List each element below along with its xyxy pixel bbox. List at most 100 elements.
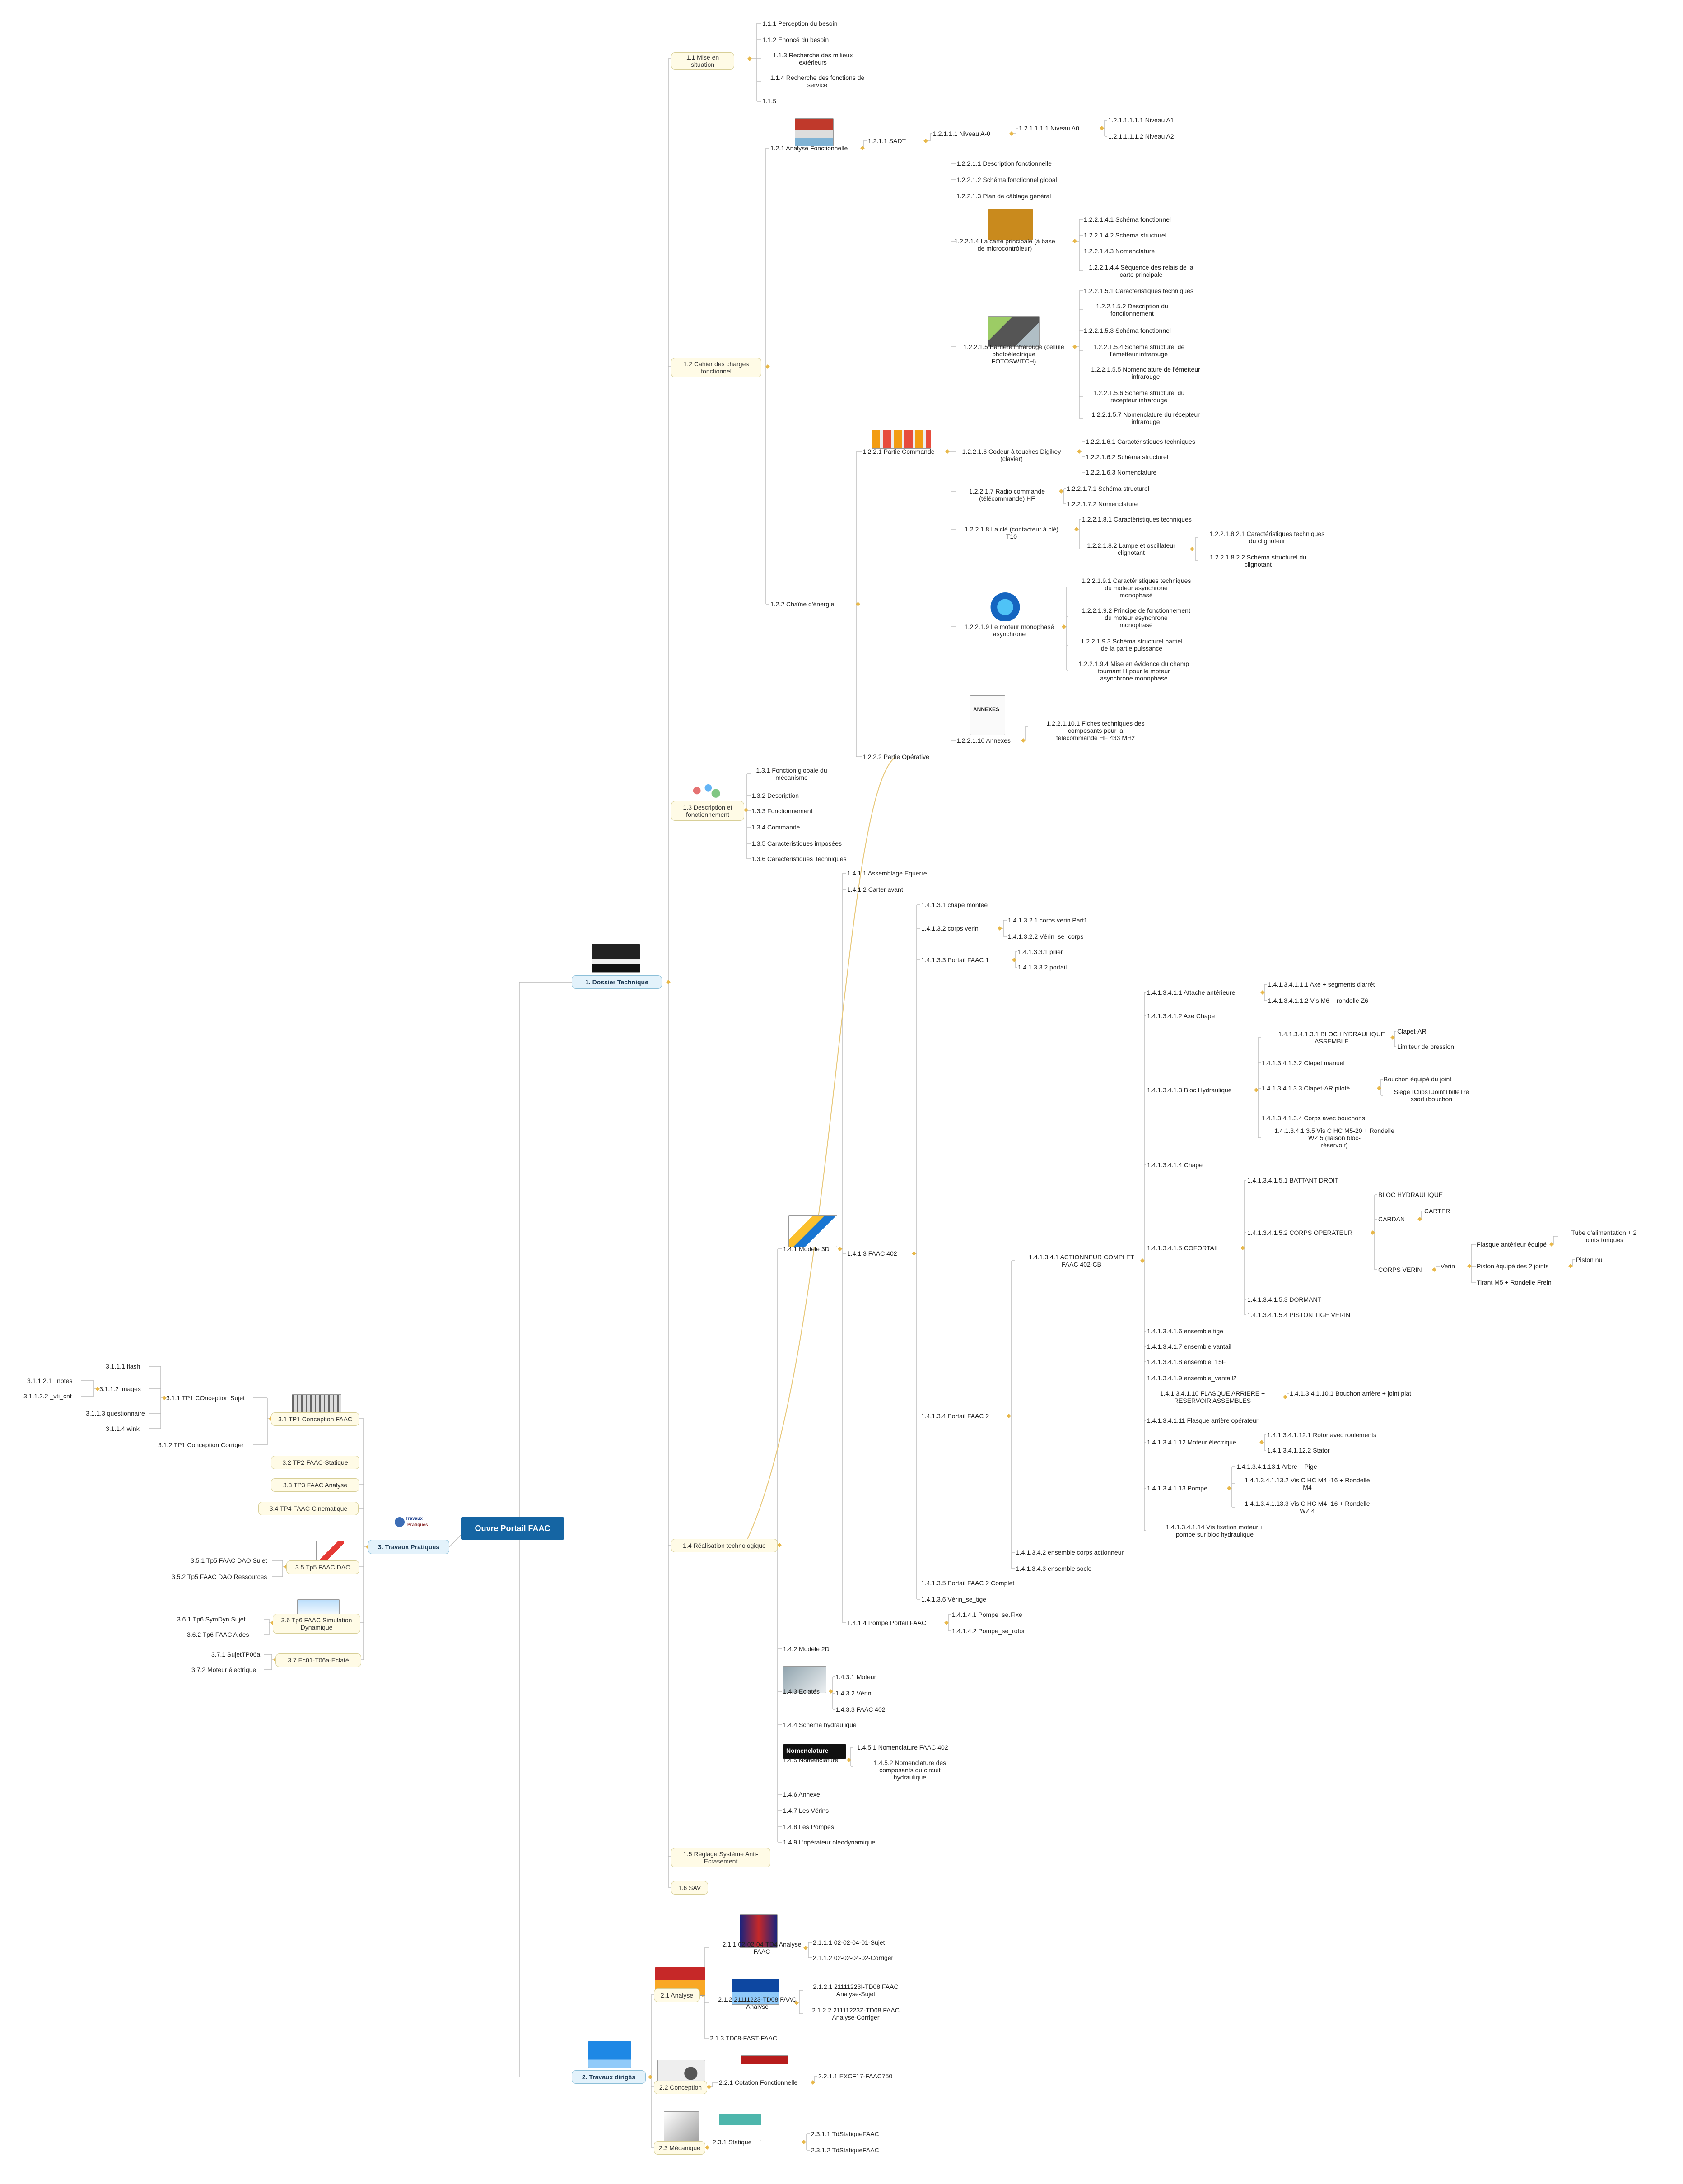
node-g13-2[interactable]: 1.4.1.3.4.1.13.2 Vis C HC M4 -16 + Ronde… [1233,1476,1382,1491]
node-f3-2[interactable]: 1.4.1.3.3.2 portail [1018,964,1067,971]
node-c1[interactable]: 1.2.2.1.1 Description fonctionnelle [956,160,1052,167]
node-c6-2[interactable]: 1.2.2.1.6.2 Schéma structurel [1086,453,1168,461]
node-n1-2-2[interactable]: 1.2.2 Chaîne d'énergie [770,601,834,608]
node-c6[interactable]: 1.2.2.1.6 Codeur à touches Digikey(clavi… [953,448,1070,462]
node-n2-2[interactable]: 2.2 Conception [654,2081,707,2094]
node-c4-2[interactable]: 1.2.2.1.4.2 Schéma structurel [1084,232,1166,239]
node-n2-1-1-1[interactable]: 2.1.1.1 02-02-04-01-Sujet [813,1939,885,1946]
node-n1-1-2[interactable]: 1.1.2 Enoncé du besoin [762,36,829,43]
node-n3-5[interactable]: 3.5 Tp5 FAAC DAO [286,1560,359,1574]
node-c6-3[interactable]: 1.2.2.1.6.3 Nomenclature [1086,469,1156,476]
node-n1-5[interactable]: 1.5 Réglage Système Anti-Ecrasement [671,1848,770,1867]
node-g2[interactable]: 1.4.1.3.4.1.2 Axe Chape [1147,1012,1215,1020]
node-f2-1[interactable]: 1.4.1.3.2.1 corps verin Part1 [1008,917,1087,924]
node-f3[interactable]: 1.4.1.3.3 Portail FAAC 1 [921,956,989,964]
node-n1-6[interactable]: 1.6 SAV [671,1881,708,1895]
node-n3-6-1[interactable]: 3.6.1 Tp6 SymDyn Sujet [177,1616,245,1623]
node-n2-3-1-1[interactable]: 2.3.1.1 TdStatiqueFAAC [811,2130,879,2137]
node-g5-1[interactable]: 1.4.1.3.4.1.5.1 BATTANT DROIT [1247,1177,1338,1184]
node-f2[interactable]: 1.4.1.3.2 corps verin [921,925,979,932]
node-g1-2[interactable]: 1.4.1.3.4.1.1.2 Vis M6 + rondelle Z6 [1268,997,1368,1004]
node-g7[interactable]: 1.4.1.3.4.1.7 ensemble vantail [1147,1343,1231,1350]
node-g6[interactable]: 1.4.1.3.4.1.6 ensemble tige [1147,1327,1223,1335]
node-n3-7-2[interactable]: 3.7.2 Moteur électrique [191,1666,256,1673]
node-n1-4-3-1[interactable]: 1.4.3.1 Moteur [835,1673,876,1681]
node-n2-2-1[interactable]: 2.2.1 Cotation Fonctionnelle [719,2079,797,2086]
node-n3-1-1-2-1[interactable]: 3.1.1.2.1 _notes [27,1377,72,1384]
node-p2[interactable]: 1.4.1.4.2 Pompe_se_rotor [952,1627,1025,1635]
node-n1-3-3[interactable]: 1.3.3 Fonctionnement [751,807,812,815]
node-a1[interactable]: 1.2.1.1.1.1.1 Niveau A1 [1108,116,1174,124]
node-g13[interactable]: 1.4.1.3.4.1.13 Pompe [1147,1485,1207,1492]
node-f5[interactable]: 1.4.1.3.5 Portail FAAC 2 Complet [921,1579,1014,1587]
node-f4-3[interactable]: 1.4.1.3.4.3 ensemble socle [1016,1565,1091,1572]
node-f3-1[interactable]: 1.4.1.3.3.1 pilier [1018,948,1063,955]
node-n2-1[interactable]: 2.1 Analyse [654,1988,700,2002]
node-g5-2b1[interactable]: CARTER [1424,1207,1450,1215]
node-n3-3[interactable]: 3.3 TP3 FAAC Analyse [271,1478,359,1492]
node-c5-3[interactable]: 1.2.2.1.5.3 Schéma fonctionnel [1084,327,1171,334]
node-n2-1-3[interactable]: 2.1.3 TD08-FAST-FAAC [710,2035,777,2042]
node-n1-4-3[interactable]: 1.4.3 Eclatés [783,1688,820,1695]
node-g5[interactable]: 1.4.1.3.4.1.5 COFORTAIL [1147,1244,1220,1252]
node-n3-1-1-2[interactable]: 3.1.1.2 images [99,1385,141,1392]
main-travaux-pratiques[interactable]: 3. Travaux Pratiques [368,1540,449,1554]
node-n3-4[interactable]: 3.4 TP4 FAAC-Cinematique [258,1502,359,1515]
node-n1-4-5[interactable]: 1.4.5 Nomenclature [783,1756,838,1764]
node-g8[interactable]: 1.4.1.3.4.1.8 ensemble_15F [1147,1358,1226,1365]
node-g1[interactable]: 1.4.1.3.4.1.1 Attache antérieure [1147,989,1235,996]
node-n3-1[interactable]: 3.1 TP1 Conception FAAC [271,1412,359,1426]
node-f4[interactable]: 1.4.1.3.4 Portail FAAC 2 [921,1412,989,1420]
node-g13-3[interactable]: 1.4.1.3.4.1.13.3 Vis C HC M4 -16 + Ronde… [1233,1500,1382,1514]
node-g5-3[interactable]: 1.4.1.3.4.1.5.3 DORMANT [1247,1296,1321,1303]
node-g5-2b[interactable]: CARDAN [1378,1215,1405,1223]
node-n1-4-8[interactable]: 1.4.8 Les Pompes [783,1823,834,1830]
node-n3-1-1-3[interactable]: 3.1.1.3 questionnaire [86,1410,145,1417]
main-dossier-technique[interactable]: 1. Dossier Technique [572,975,662,989]
main-travaux-diriges[interactable]: 2. Travaux dirigés [572,2070,646,2084]
node-n1-4-1-4[interactable]: 1.4.1.4 Pompe Portail FAAC [847,1619,926,1626]
node-c8-1[interactable]: 1.2.2.1.8.1 Caractéristiques techniques [1082,516,1192,523]
node-n1-3-6[interactable]: 1.3.6 Caractéristiques Techniques [751,855,847,862]
root-topic[interactable]: Ouvre Portail FAAC [461,1517,564,1540]
node-n1-2-1-1[interactable]: 1.2.1.1 SADT [868,137,906,144]
node-g3-2[interactable]: 1.4.1.3.4.1.3.2 Clapet manuel [1262,1059,1345,1066]
node-n1-4-9[interactable]: 1.4.9 L'opérateur oléodynamique [783,1839,875,1846]
node-c4-3[interactable]: 1.2.2.1.4.3 Nomenclature [1084,247,1155,255]
node-g5-2c1c[interactable]: Tirant M5 + Rondelle Frein [1477,1279,1552,1286]
node-c5-1[interactable]: 1.2.2.1.5.1 Caractéristiques techniques [1084,287,1193,294]
node-n1-2-2-2[interactable]: 1.2.2.2 Partie Opérative [862,753,929,760]
node-n2-2-1-1[interactable]: 2.2.1.1 EXCF17-FAAC750 [818,2072,892,2080]
node-n3-5-2[interactable]: 3.5.2 Tp5 FAAC DAO Ressources [172,1573,267,1580]
node-n3-6-2[interactable]: 3.6.2 Tp6 FAAC Aides [187,1631,249,1638]
node-f4-2[interactable]: 1.4.1.3.4.2 ensemble corps actionneur [1016,1549,1124,1556]
node-g1-1[interactable]: 1.4.1.3.4.1.1.1 Axe + segments d'arrêt [1268,981,1375,988]
node-f1[interactable]: 1.4.1.3.1 chape montee [921,901,988,908]
node-g3-1a[interactable]: Clapet-AR [1397,1028,1427,1035]
node-n3-7-1[interactable]: 3.7.1 SujetTP06a [211,1651,260,1658]
node-n1-4[interactable]: 1.4 Réalisation technologique [671,1539,778,1552]
node-n1-4-1-1[interactable]: 1.4.1.1 Assemblage Equerre [847,870,927,877]
node-g11[interactable]: 1.4.1.3.4.1.11 Flasque arrière opérateur [1147,1417,1258,1424]
node-n1-3-4[interactable]: 1.3.4 Commande [751,824,800,831]
node-n1-3-2[interactable]: 1.3.2 Description [751,792,799,799]
node-g10[interactable]: 1.4.1.3.4.1.10 FLASQUE ARRIERE +RESERVOI… [1147,1390,1278,1404]
node-n1-4-1-3[interactable]: 1.4.1.3 FAAC 402 [847,1250,897,1257]
node-n2-1-1-2[interactable]: 2.1.1.2 02-02-04-02-Corriger [813,1954,893,1961]
node-n3-7[interactable]: 3.7 Ec01-T06a-Eclaté [275,1653,361,1667]
